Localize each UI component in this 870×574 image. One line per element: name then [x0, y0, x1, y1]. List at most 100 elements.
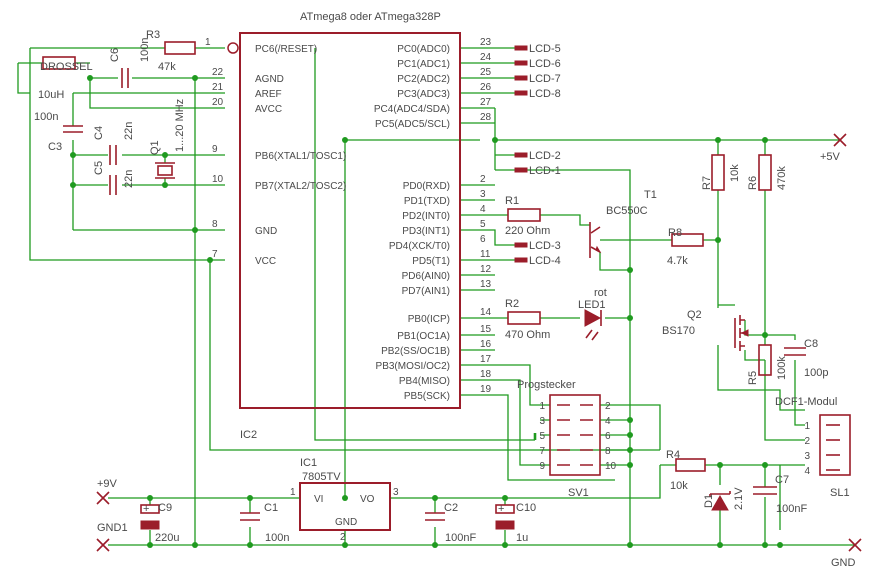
c1-value: 100n: [265, 532, 289, 544]
c4-c3-capacitor: 100n C4 C3: [34, 111, 105, 153]
ic1-vo: VO: [360, 494, 375, 505]
sv1-pin-number: 3: [539, 416, 545, 427]
ic2-pin-label: PC5(ADC5/SCL): [375, 119, 450, 130]
lcd-label: LCD-3: [529, 240, 561, 252]
ic2-pin-number: 28: [480, 112, 492, 123]
drossel-name: DROSSEL: [40, 61, 93, 73]
gnd-label: GND: [831, 557, 856, 569]
d1-name: D1: [703, 494, 715, 508]
lcd-label: LCD-7: [529, 73, 561, 85]
t1-transistor: T1 BC550C: [589, 189, 657, 258]
ic2-pin-number: 20: [212, 97, 224, 108]
ic2-pin-label: AGND: [255, 74, 284, 85]
r3-name: R3: [146, 29, 160, 41]
c4-name: C4: [93, 126, 105, 140]
q1-crystal: Q1 1...20 MHz: [149, 99, 186, 179]
ic2-pin-label: PC4(ADC4/SDA): [374, 104, 450, 115]
r3-resistor: R3 47k 1: [146, 29, 211, 73]
c3-value: 100n: [34, 111, 58, 123]
c2-capacitor: C2 100nF: [425, 502, 476, 544]
ic2-pin-label: PD2(INT0): [402, 211, 450, 222]
ic2-pin-label: PD4(XCK/T0): [389, 241, 450, 252]
c4-value: 22n: [123, 122, 135, 140]
c8-value: 100p: [804, 367, 828, 379]
c6-capacitor: C6 100n: [109, 38, 151, 88]
ic2-pin-label: PD7(AIN1): [402, 286, 450, 297]
ic2-pin-label: PD6(AIN0): [402, 271, 450, 282]
sl1-pin-number: 1: [804, 421, 810, 432]
lcd-label: LCD-6: [529, 58, 561, 70]
r2-resistor: R2 470 Ohm: [505, 298, 550, 341]
plus9-label: +9V: [97, 478, 118, 490]
lcd-terminal: [514, 60, 528, 66]
sv1-pin-number: 6: [605, 431, 611, 442]
d1-value: 2.1V: [733, 487, 745, 510]
c7-name: C7: [775, 474, 789, 486]
r1-resistor: R1 220 Ohm: [505, 195, 550, 237]
plus5-label: +5V: [820, 151, 841, 163]
ic2-pin-label: PD0(RXD): [403, 181, 450, 192]
gnd1-marker: [96, 538, 110, 552]
ic2-pin-number: 21: [212, 82, 224, 93]
drossel-inductor: DROSSEL 10uH: [38, 56, 93, 101]
c6-name: C6: [109, 48, 121, 62]
c9-plus: +: [143, 503, 149, 515]
sv1-pin-number: 8: [605, 446, 611, 457]
ic2-pin-number: 10: [212, 174, 224, 185]
r5-name: R5: [747, 371, 759, 385]
c4b-capacitor: 22n: [109, 122, 135, 165]
c8-name: C8: [804, 338, 818, 350]
ic2-right-pins: PC0(ADC0)23PC1(ADC1)24PC2(ADC2)25PC3(ADC…: [374, 37, 492, 402]
ic2-pin-label: PB4(MISO): [399, 376, 450, 387]
c2-name: C2: [444, 502, 458, 514]
lcd-label: LCD-5: [529, 43, 561, 55]
ic2-pin-label: PC3(ADC3): [397, 89, 450, 100]
q1-value: 1...20 MHz: [174, 99, 186, 152]
ic2-pin-number: 6: [480, 234, 486, 245]
ic2-pin-number: 17: [480, 354, 492, 365]
ic1-name: IC1: [300, 457, 317, 469]
r6-resistor: R6 470k: [747, 154, 788, 191]
c3-name: C3: [48, 141, 62, 153]
dcf-name: DCF1-Modul: [775, 396, 837, 408]
r2-value: 470 Ohm: [505, 329, 550, 341]
c9-value: 220u: [155, 532, 179, 544]
ic2-pin-label: AREF: [255, 89, 282, 100]
q2-mosfet: Q2 BS170: [662, 309, 749, 351]
ic1-vi: VI: [314, 494, 323, 505]
ic2-pin-number: 23: [480, 37, 492, 48]
ic2-pin-number: 25: [480, 67, 492, 78]
ic2-pin-label: PB5(SCK): [404, 391, 450, 402]
c1-name: C1: [264, 502, 278, 514]
plus5-marker: [833, 133, 847, 147]
c5-name: C5: [93, 161, 105, 175]
ic2-pin-number: 27: [480, 97, 492, 108]
ic1-regulator: IC1 7805TV VI VO GND 1 3 2: [290, 457, 399, 543]
ic2-name: IC2: [240, 429, 257, 441]
ic2-pin-number: 13: [480, 279, 492, 290]
sv1-pin-number: 1: [539, 401, 545, 412]
r4-resistor: R4 10k: [666, 449, 706, 492]
lcd-label: LCD-8: [529, 88, 561, 100]
ic2-microcontroller: ATmega8 oder ATmega328P IC2 PC6(/RESET)A…: [212, 11, 492, 441]
r3-pin-num: 1: [205, 37, 211, 48]
ic2-pin-label: PB6(XTAL1/TOSC1): [255, 151, 346, 162]
ic2-pin-number: 22: [212, 67, 224, 78]
c5-value: 22n: [123, 170, 135, 188]
lcd-label: LCD-2: [529, 150, 561, 162]
c7-value: 100nF: [776, 503, 807, 515]
plus9-marker: [96, 491, 110, 505]
r5-resistor: R5 100k: [747, 344, 788, 385]
ic2-pin-number: 26: [480, 82, 492, 93]
ic2-title: ATmega8 oder ATmega328P: [300, 11, 441, 23]
junctions: [70, 75, 783, 548]
led1-diode: rot LED1: [578, 287, 607, 341]
c9-name: C9: [158, 502, 172, 514]
ic1-pin3: 3: [393, 487, 399, 498]
r1-name: R1: [505, 195, 519, 207]
d1-zener: D1 2.1V: [703, 487, 745, 511]
